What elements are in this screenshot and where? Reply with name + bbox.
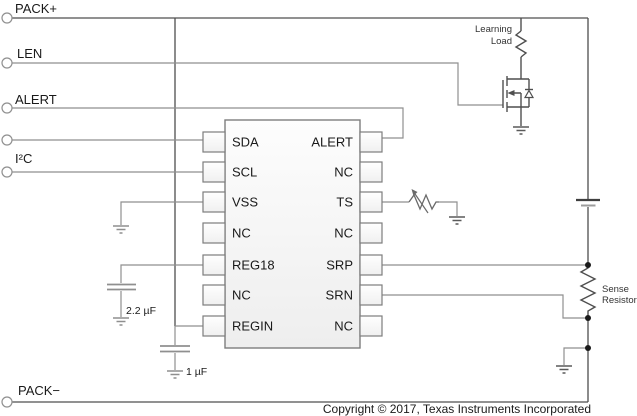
pin-nc-right-3 xyxy=(359,315,383,337)
capacitor-regin xyxy=(160,326,190,370)
terminal-len xyxy=(1,57,13,69)
pin-ts xyxy=(359,191,383,213)
cap-reg18-label: 2.2 µF xyxy=(126,305,156,317)
len-wire xyxy=(12,62,503,106)
pin-label-nc-right-2: NC xyxy=(334,226,353,241)
pack-ground-icon xyxy=(556,365,572,374)
pin-label-srp: SRP xyxy=(326,258,353,273)
learning-load-label-1: Learning xyxy=(475,24,512,35)
pin-nc-right-1 xyxy=(359,161,383,183)
pin-scl xyxy=(202,161,226,183)
ic-body xyxy=(224,119,361,349)
junction-srp xyxy=(585,262,591,268)
mosfet xyxy=(502,76,535,126)
pin-reg18 xyxy=(202,254,226,276)
pin-label-ts: TS xyxy=(336,195,353,210)
cap-regin-ground-icon xyxy=(167,370,183,379)
junction-srn xyxy=(585,315,591,321)
reg18-wire xyxy=(120,264,203,283)
sense-resistor xyxy=(579,265,597,318)
ic-pin-labels: SDA SCL VSS NC REG18 NC REGIN ALERT NC T… xyxy=(232,135,353,334)
terminal-pack-minus xyxy=(1,396,13,408)
vss-wire xyxy=(120,201,203,225)
battery-icon xyxy=(576,198,600,207)
right-ground-tap-wire xyxy=(563,347,587,365)
vss-ground-icon xyxy=(113,225,129,234)
pin-nc-right-2 xyxy=(359,222,383,244)
srn-wire xyxy=(382,294,586,319)
i2c-label: I²C xyxy=(15,151,32,166)
learning-load-resistor xyxy=(514,18,528,79)
cap-regin-label: 1 µF xyxy=(186,366,207,378)
pin-sda xyxy=(202,131,226,153)
ic-left-pins xyxy=(202,131,226,337)
terminal-pack-plus xyxy=(1,12,13,24)
ts-wire xyxy=(382,201,458,216)
sense-resistor-label-2: Resistor xyxy=(602,295,637,306)
len-label: LEN xyxy=(17,46,42,61)
terminal-alert xyxy=(1,102,13,114)
pin-label-alert: ALERT xyxy=(311,135,353,150)
learning-load-label-2: Load xyxy=(491,36,512,47)
copyright-text: Copyright © 2017, Texas Instruments Inco… xyxy=(323,402,591,416)
pin-label-nc-left-1: NC xyxy=(232,226,251,241)
terminal-i2c-scl xyxy=(1,166,13,178)
pin-label-nc-right-3: NC xyxy=(334,319,353,334)
thermistor xyxy=(408,189,439,214)
terminal-i2c-sda xyxy=(1,134,13,146)
pin-srp xyxy=(359,254,383,276)
pin-nc-left-1 xyxy=(202,222,226,244)
pack-minus-label: PACK− xyxy=(18,383,60,398)
alert-label: ALERT xyxy=(15,92,57,107)
pin-regin xyxy=(202,315,226,337)
capacitor-reg18 xyxy=(107,283,136,317)
pin-vss xyxy=(202,191,226,213)
pack-plus-label: PACK+ xyxy=(15,1,57,16)
mosfet-body-diode xyxy=(523,79,535,107)
pin-label-reg18: REG18 xyxy=(232,258,275,273)
cap-reg18-ground-icon xyxy=(113,317,129,326)
ts-ground-icon xyxy=(449,216,465,225)
pin-label-nc-left-2: NC xyxy=(232,288,251,303)
junction-ground xyxy=(585,345,591,351)
alert-wire xyxy=(12,107,404,139)
pin-srn xyxy=(359,284,383,306)
pin-label-regin: REGIN xyxy=(232,319,273,334)
pin-label-vss: VSS xyxy=(232,195,258,210)
pin-label-scl: SCL xyxy=(232,165,257,180)
sense-resistor-label-1: Sense xyxy=(602,284,629,295)
pin-label-nc-right-1: NC xyxy=(334,165,353,180)
ic-right-pins xyxy=(359,131,383,337)
pin-label-sda: SDA xyxy=(232,135,259,150)
pin-label-srn: SRN xyxy=(326,288,353,303)
mosfet-ground-icon xyxy=(513,126,529,135)
pin-alert xyxy=(359,131,383,153)
pin-nc-left-2 xyxy=(202,284,226,306)
